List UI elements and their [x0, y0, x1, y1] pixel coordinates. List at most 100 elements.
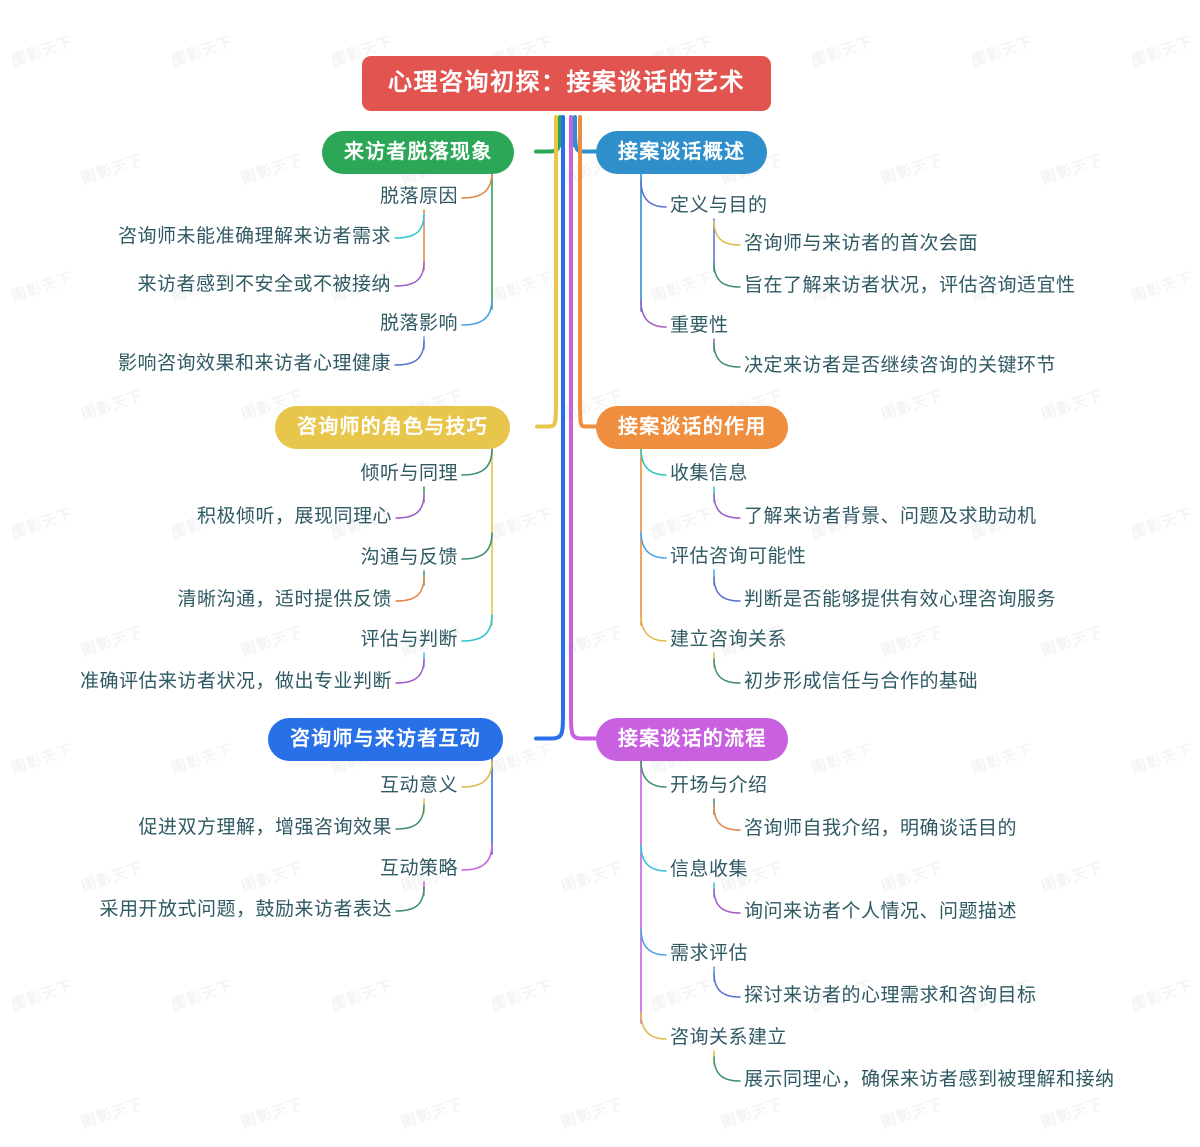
connector-line — [569, 115, 598, 741]
watermark-text: 图影天下 — [1038, 622, 1106, 660]
leaf-node-l2-4-1[interactable]: 互动策略 — [379, 858, 458, 879]
leaf-node-l2-4-0[interactable]: 互动意义 — [379, 775, 458, 796]
leaf-node-l2-3-1[interactable]: 评估咨询可能性 — [670, 546, 807, 567]
watermark-text: 图影天下 — [648, 976, 716, 1014]
leaf-node-l2-5-1[interactable]: 信息收集 — [670, 859, 749, 880]
leaf-node-l2-3-0[interactable]: 收集信息 — [670, 463, 749, 484]
watermark-text: 图影天下 — [78, 1094, 146, 1132]
leaf-node-l2-5-0[interactable]: 开场与介绍 — [670, 775, 768, 796]
connector-line — [713, 262, 741, 288]
branch-node-1[interactable]: 接案谈话概述 — [596, 131, 768, 174]
connector-line — [713, 1056, 741, 1082]
leaf-node-l2-2-0[interactable]: 倾听与同理 — [360, 463, 458, 484]
connector-line — [461, 614, 493, 642]
leaf-node-l3-3-1-0[interactable]: 判断是否能够提供有效心理咨询服务 — [744, 589, 1057, 610]
watermark-text: 图影天下 — [8, 32, 76, 70]
connector-line — [713, 576, 741, 602]
watermark-text: 图影天下 — [168, 32, 236, 70]
leaf-node-l2-2-2[interactable]: 评估与判断 — [360, 629, 458, 650]
watermark-text: 图影天下 — [238, 1094, 306, 1132]
leaf-node-l3-3-0-0[interactable]: 了解来访者背景、问题及求助动机 — [744, 506, 1037, 527]
leaf-node-l2-5-3[interactable]: 咨询关系建立 — [670, 1027, 788, 1048]
connector-line — [394, 213, 425, 239]
connector-line — [534, 115, 562, 154]
leaf-node-l3-5-0-0[interactable]: 咨询师自我介绍，明确谈话目的 — [744, 818, 1018, 839]
watermark-text: 图影天下 — [168, 740, 236, 778]
watermark-text: 图影天下 — [808, 740, 876, 778]
connector-line — [534, 115, 565, 741]
watermark-text: 图影天下 — [1128, 504, 1196, 542]
leaf-node-l2-0-1[interactable]: 脱落影响 — [379, 313, 458, 334]
branch-node-4[interactable]: 咨询师与来访者互动 — [268, 718, 503, 761]
watermark-text: 图影天下 — [808, 32, 876, 70]
watermark-text: 图影天下 — [968, 740, 1036, 778]
connector-line — [461, 298, 493, 326]
connector-line — [395, 576, 425, 602]
connector-line — [395, 886, 425, 912]
watermark-text: 图影天下 — [878, 150, 946, 188]
connector-line — [461, 760, 493, 788]
leaf-node-l2-0-0[interactable]: 脱落原因 — [379, 186, 458, 207]
watermark-text: 图影天下 — [648, 268, 716, 306]
watermark-text: 图影天下 — [1038, 386, 1106, 424]
leaf-node-l3-2-2-0[interactable]: 准确评估来访者状况，做出专业判断 — [79, 671, 392, 692]
connector-line — [713, 888, 741, 914]
watermark-text: 图影天下 — [78, 150, 146, 188]
branch-node-5[interactable]: 接案谈话的流程 — [596, 718, 789, 761]
connector-line — [461, 448, 493, 476]
leaf-node-l2-1-1[interactable]: 重要性 — [670, 315, 729, 336]
leaf-node-l3-1-0-1[interactable]: 旨在了解来访者状况，评估咨询适宜性 — [744, 275, 1076, 296]
watermark-text: 图影天下 — [238, 150, 306, 188]
root-node[interactable]: 心理咨询初探：接案谈话的艺术 — [362, 56, 771, 111]
connector-line — [640, 448, 667, 476]
connector-line — [713, 805, 741, 831]
connector-line — [395, 493, 425, 519]
leaf-node-l3-4-0-0[interactable]: 促进双方理解，增强咨询效果 — [138, 817, 392, 838]
connector-line — [713, 658, 741, 684]
leaf-node-l2-1-0[interactable]: 定义与目的 — [670, 195, 768, 216]
connector-line — [640, 531, 667, 559]
branch-node-3[interactable]: 接案谈话的作用 — [596, 406, 789, 449]
watermark-text: 图影天下 — [1128, 740, 1196, 778]
connector-line — [573, 115, 598, 154]
watermark-text: 图影天下 — [718, 1094, 786, 1132]
watermark-text: 图影天下 — [8, 976, 76, 1014]
leaf-node-l3-0-0-1[interactable]: 来访者感到不安全或不被接纳 — [137, 274, 391, 295]
branch-node-2[interactable]: 咨询师的角色与技巧 — [275, 406, 510, 449]
branch-node-0[interactable]: 来访者脱落现象 — [322, 131, 515, 174]
leaf-node-l3-1-0-0[interactable]: 咨询师与来访者的首次会面 — [744, 233, 979, 254]
leaf-node-l2-2-1[interactable]: 沟通与反馈 — [360, 547, 458, 568]
leaf-node-l2-3-2[interactable]: 建立咨询关系 — [670, 629, 788, 650]
connector-line — [395, 658, 425, 684]
connector-line — [461, 843, 493, 871]
leaf-node-l3-5-2-0[interactable]: 探讨来访者的心理需求和咨询目标 — [744, 985, 1037, 1006]
watermark-text: 图影天下 — [488, 268, 556, 306]
connector-line — [640, 844, 667, 872]
watermark-text: 图影天下 — [1128, 976, 1196, 1014]
leaf-node-l3-2-0-0[interactable]: 积极倾听，展现同理心 — [196, 506, 392, 527]
leaf-node-l3-3-2-0[interactable]: 初步形成信任与合作的基础 — [744, 671, 979, 692]
leaf-node-l3-2-1-0[interactable]: 清晰沟通，适时提供反馈 — [177, 589, 392, 610]
watermark-text: 图影天下 — [1128, 32, 1196, 70]
connector-line — [394, 261, 425, 287]
connector-line — [640, 928, 667, 956]
watermark-text: 图影天下 — [878, 386, 946, 424]
leaf-node-l2-5-2[interactable]: 需求评估 — [670, 943, 749, 964]
leaf-node-l3-5-1-0[interactable]: 询问来访者个人情况、问题描述 — [744, 901, 1018, 922]
leaf-node-l3-1-1-0[interactable]: 决定来访者是否继续咨询的关键环节 — [744, 355, 1057, 376]
leaf-node-l3-0-0-0[interactable]: 咨询师未能准确理解来访者需求 — [117, 226, 391, 247]
watermark-text: 图影天下 — [1038, 858, 1106, 896]
leaf-node-l3-4-1-0[interactable]: 采用开放式问题，鼓励来访者表达 — [99, 899, 392, 920]
watermark-text: 图影天下 — [1128, 268, 1196, 306]
connector-line — [395, 804, 425, 830]
watermark-text: 图影天下 — [558, 622, 626, 660]
watermark-text: 图影天下 — [968, 32, 1036, 70]
watermark-text: 图影天下 — [488, 976, 556, 1014]
connector-line — [713, 220, 741, 246]
leaf-node-l3-0-1-0[interactable]: 影响咨询效果和来访者心理健康 — [117, 353, 391, 374]
connector-line — [394, 340, 425, 366]
watermark-text: 图影天下 — [878, 622, 946, 660]
leaf-node-l3-5-3-0[interactable]: 展示同理心，确保来访者感到被理解和接纳 — [744, 1069, 1115, 1090]
